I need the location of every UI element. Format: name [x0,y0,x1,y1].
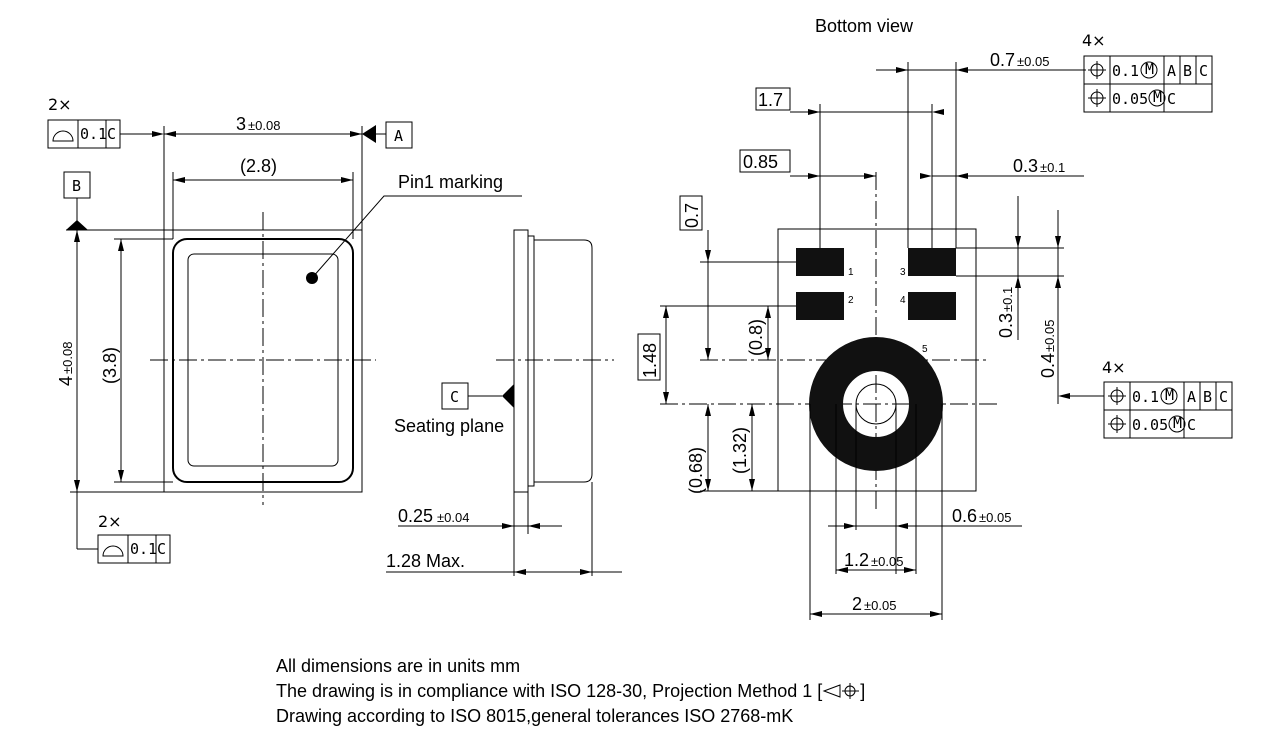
dim-0-7-top: 0.7 [990,50,1015,70]
dim-2: 2 [852,594,862,614]
thickness-tolerance: ±0.04 [437,510,469,525]
profile-surface-icon [52,130,74,142]
dim-0-8: (0.8) [746,319,766,356]
height-tolerance: ±0.08 [60,342,75,374]
bottom-view: Bottom view 1 2 3 4 5 1.7 0.85 [637,16,1233,620]
ring-pad [809,337,943,471]
dim-2-tol: ±0.05 [864,598,896,613]
side-view: C Seating plane 0.25 ±0.04 1.28 Max. [386,229,622,576]
profile-surface-icon [102,545,124,557]
fcf-top-datum-b: B [1183,62,1192,80]
pin-number-4: 4 [900,295,906,306]
dim-1-2: 1.2 [844,550,869,570]
pad-4 [908,292,956,320]
position-fcf-bottom: 0.1 M A B C 0.05 M C [1103,381,1233,439]
height-dimension: 4 [56,376,76,386]
top-view: Pin1 marking 3 ±0.08 A (2.8) B 4 ± [47,95,522,564]
width-tolerance: ±0.08 [248,118,280,133]
note-iso8015: Drawing according to ISO 8015,general to… [276,706,794,726]
pad-2 [796,292,844,320]
width-reference: (2.8) [240,156,277,176]
dim-0-4-tol: ±0.05 [1042,320,1057,352]
fcf-top-datum-a: A [1167,62,1176,80]
dim-0-7-top-tol: ±0.05 [1017,54,1049,69]
profile-tolerance-bottom: 0.1 [130,540,157,558]
datum-a: A [394,127,403,145]
pin-number-1: 1 [848,267,854,278]
fcf-top-tol2: 0.05 [1112,90,1148,108]
dim-0-4: 0.4 [1038,353,1058,378]
dim-0-6: 0.6 [952,506,977,526]
pin-number-5: 5 [922,344,928,355]
dim-0-85: 0.85 [743,152,778,172]
projection-method-icon [822,683,860,699]
drawing-notes: All dimensions are in units mm The drawi… [276,654,865,729]
note-iso128-close: ] [860,681,866,701]
multiplier-2x-top: 2× [48,95,72,114]
datum-c: C [450,388,459,406]
dim-1-48: 1.48 [640,343,660,378]
dim-1-2-tol: ±0.05 [871,554,903,569]
dim-0-68: (0.68) [686,447,706,494]
dim-1-32: (1.32) [730,427,750,474]
profile-datum-top: C [107,125,116,143]
fcf-top-datum-c: C [1199,62,1208,80]
dim-0-3-right: 0.3 [996,313,1016,338]
seating-plane-label: Seating plane [394,416,504,436]
multiplier-4x-bottom: 4× [1102,358,1126,377]
dim-1-7: 1.7 [758,90,783,110]
profile-tolerance-top: 0.1 [80,125,107,143]
max-height-dimension: 1.28 Max. [386,551,465,571]
fcf-bottom-tol2: 0.05 [1132,416,1168,434]
width-dimension: 3 [236,114,246,134]
dim-0-6-tol: ±0.05 [979,510,1011,525]
thickness-dimension: 0.25 [398,506,433,526]
dim-0-7-left: 0.7 [682,203,702,228]
pad-3 [908,248,956,276]
pin-number-2: 2 [848,295,854,306]
note-iso128: The drawing is in compliance with ISO 12… [276,679,865,704]
fcf-bottom-tol1: 0.1 [1132,388,1159,406]
dim-0-3-right-tol: ±0.1 [1000,287,1015,312]
substrate [513,229,529,493]
svg-text:M: M [1145,60,1154,78]
note-units: All dimensions are in units mm [276,656,521,676]
multiplier-2x-bottom: 2× [98,512,122,531]
svg-text:M: M [1153,88,1162,106]
svg-text:M: M [1165,386,1174,404]
height-reference: (3.8) [100,347,120,384]
fcf-bottom-datum2-c: C [1187,416,1196,434]
fcf-top-tol1: 0.1 [1112,62,1139,80]
profile-datum-bottom: C [157,540,166,558]
pad-1 [796,248,844,276]
dim-0-3-top: 0.3 [1013,156,1038,176]
pin1-label: Pin1 marking [398,172,503,192]
pin-number-3: 3 [900,267,906,278]
lid-profile [528,235,593,487]
dim-0-3-top-tol: ±0.1 [1040,160,1065,175]
note-iso128-text: The drawing is in compliance with ISO 12… [276,681,823,701]
fcf-bottom-datum-c: C [1219,388,1228,406]
position-fcf-top: 0.1 M A B C 0.05 M C [1083,55,1213,113]
datum-b: B [72,177,81,195]
bottom-view-title: Bottom view [815,16,914,36]
multiplier-4x-top: 4× [1082,31,1106,50]
fcf-bottom-datum-a: A [1187,388,1196,406]
fcf-top-datum2-c: C [1167,90,1176,108]
svg-text:M: M [1173,414,1182,432]
fcf-bottom-datum-b: B [1203,388,1212,406]
